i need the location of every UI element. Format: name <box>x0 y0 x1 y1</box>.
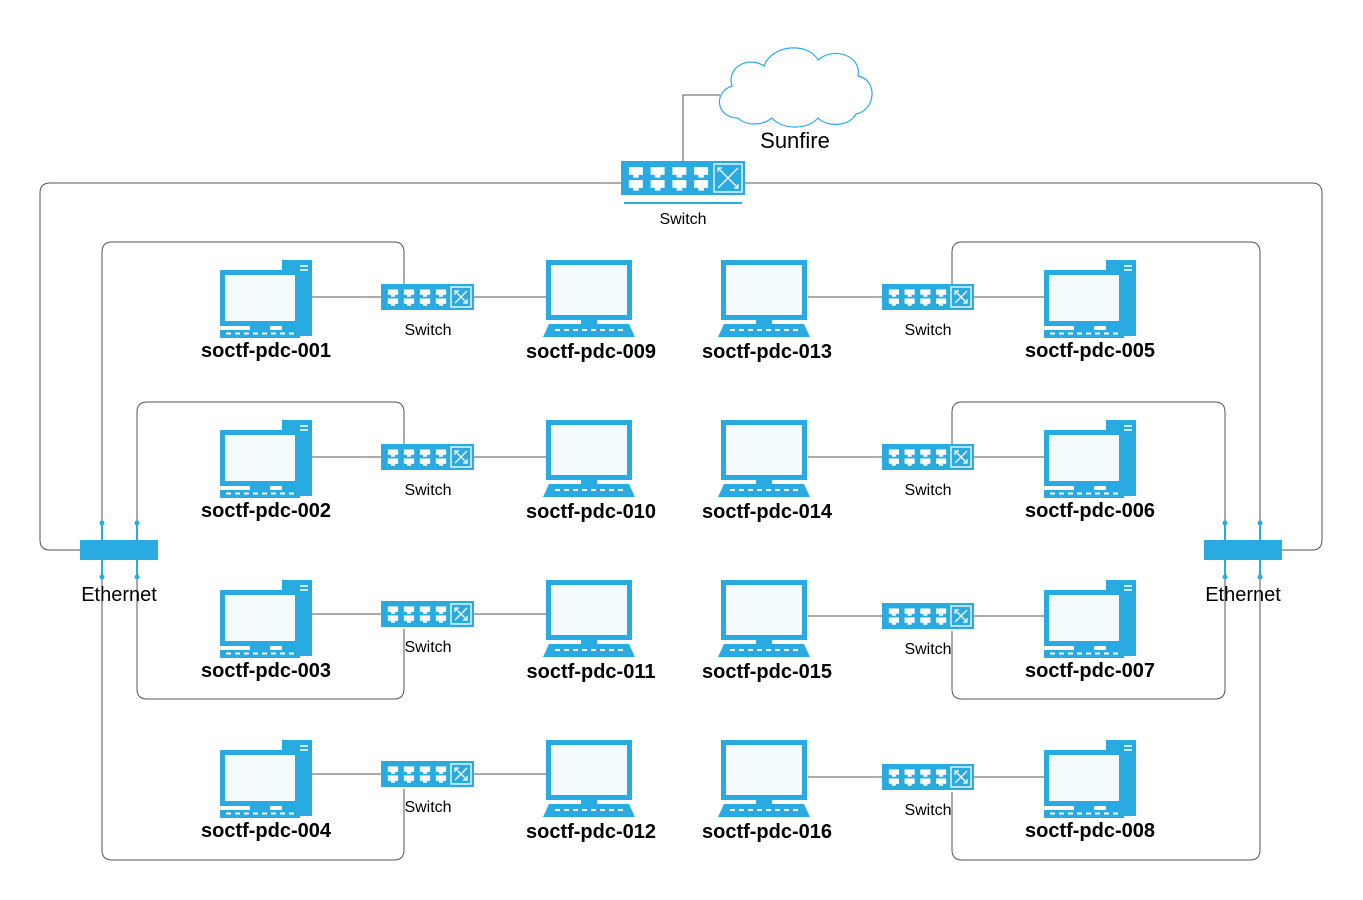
wire-left-hub-to-switch-row-3 <box>136 577 405 700</box>
switch-label-right-1: Switch <box>904 322 951 339</box>
connection-wires <box>39 94 1323 861</box>
wire-left-hub-to-switch-row-1 <box>101 241 405 523</box>
network-switch-icon-left-1[interactable] <box>381 284 474 310</box>
host-label-right-laptop-1: soctf-pdc-013 <box>702 341 832 363</box>
wire-core-switch-to-cloud <box>682 94 720 161</box>
laptop-icon-left-1[interactable] <box>543 260 635 337</box>
host-label-left-desktop-1: soctf-pdc-001 <box>201 340 331 362</box>
desktop-tower-icon-left-4[interactable] <box>220 740 312 818</box>
desktop-tower-icon-left-1[interactable] <box>220 260 312 338</box>
host-label-right-laptop-4: soctf-pdc-016 <box>702 821 832 843</box>
desktop-tower-icon-right-3[interactable] <box>1044 580 1136 658</box>
wire-core-switch-to-left-hub <box>39 182 622 551</box>
host-label-right-desktop-4: soctf-pdc-008 <box>1025 820 1155 842</box>
switch-label-left-3: Switch <box>404 639 451 656</box>
network-switch-icon-left-2[interactable] <box>381 444 474 470</box>
network-switch-icon-right-3[interactable] <box>882 603 974 629</box>
laptop-icon-left-4[interactable] <box>543 740 635 817</box>
ethernet-hub-left-label: Ethernet <box>81 584 157 606</box>
host-label-right-laptop-2: soctf-pdc-014 <box>702 501 833 523</box>
ethernet-hub-right-label: Ethernet <box>1205 584 1281 606</box>
host-label-right-desktop-1: soctf-pdc-005 <box>1025 340 1155 362</box>
wire-left-hub-to-switch-row-2 <box>136 401 405 523</box>
desktop-tower-icon-right-2[interactable] <box>1044 420 1136 498</box>
host-label-left-desktop-3: soctf-pdc-003 <box>201 660 331 682</box>
laptop-icon-right-4[interactable] <box>718 740 810 817</box>
switch-label-left-2: Switch <box>404 482 451 499</box>
wire-right-hub-to-switch-row-4 <box>951 577 1261 861</box>
host-label-right-desktop-2: soctf-pdc-006 <box>1025 500 1155 522</box>
wire-left-hub-to-switch-row-4 <box>101 577 405 861</box>
host-label-right-laptop-3: soctf-pdc-015 <box>702 661 832 683</box>
desktop-tower-icon-right-1[interactable] <box>1044 260 1136 338</box>
switch-label-right-4: Switch <box>904 802 951 819</box>
host-label-left-laptop-4: soctf-pdc-012 <box>526 821 656 843</box>
host-label-left-desktop-2: soctf-pdc-002 <box>201 500 331 522</box>
host-label-left-desktop-4: soctf-pdc-004 <box>201 820 332 842</box>
network-switch-icon-left-3[interactable] <box>381 601 474 627</box>
network-switch-icon-right-2[interactable] <box>882 444 974 470</box>
core-switch[interactable] <box>621 161 745 195</box>
laptop-icon-right-2[interactable] <box>718 420 810 497</box>
host-label-left-laptop-2: soctf-pdc-010 <box>526 501 656 523</box>
cloud-icon <box>718 47 873 128</box>
wire-right-hub-to-switch-row-1 <box>951 241 1261 523</box>
wire-right-hub-to-switch-row-2 <box>951 401 1226 523</box>
desktop-tower-icon-left-3[interactable] <box>220 580 312 658</box>
network-switch-icon-left-4[interactable] <box>381 761 474 787</box>
desktop-tower-icon-right-4[interactable] <box>1044 740 1136 818</box>
network-switch-icon-right-1[interactable] <box>882 284 974 310</box>
core-switch-label: Switch <box>659 211 706 228</box>
host-label-left-laptop-1: soctf-pdc-009 <box>526 341 656 363</box>
cloud-label: Sunfire <box>760 128 830 153</box>
wire-right-hub-to-switch-row-3 <box>951 577 1226 700</box>
wire-core-switch-to-right-hub <box>744 182 1323 551</box>
laptop-icon-left-3[interactable] <box>543 580 635 657</box>
switch-label-right-2: Switch <box>904 482 951 499</box>
switch-label-left-4: Switch <box>404 799 451 816</box>
laptop-icon-right-3[interactable] <box>718 580 810 657</box>
laptop-icon-left-2[interactable] <box>543 420 635 497</box>
host-label-left-laptop-3: soctf-pdc-011 <box>527 661 656 683</box>
host-label-right-desktop-3: soctf-pdc-007 <box>1025 660 1155 682</box>
desktop-tower-icon-left-2[interactable] <box>220 420 312 498</box>
network-switch-icon-right-4[interactable] <box>882 764 974 790</box>
ethernet-hub-right[interactable] <box>1204 520 1282 580</box>
ethernet-hub-left[interactable] <box>80 520 158 580</box>
laptop-icon-right-1[interactable] <box>718 260 810 337</box>
switch-label-left-1: Switch <box>404 322 451 339</box>
switch-label-right-3: Switch <box>904 641 951 658</box>
